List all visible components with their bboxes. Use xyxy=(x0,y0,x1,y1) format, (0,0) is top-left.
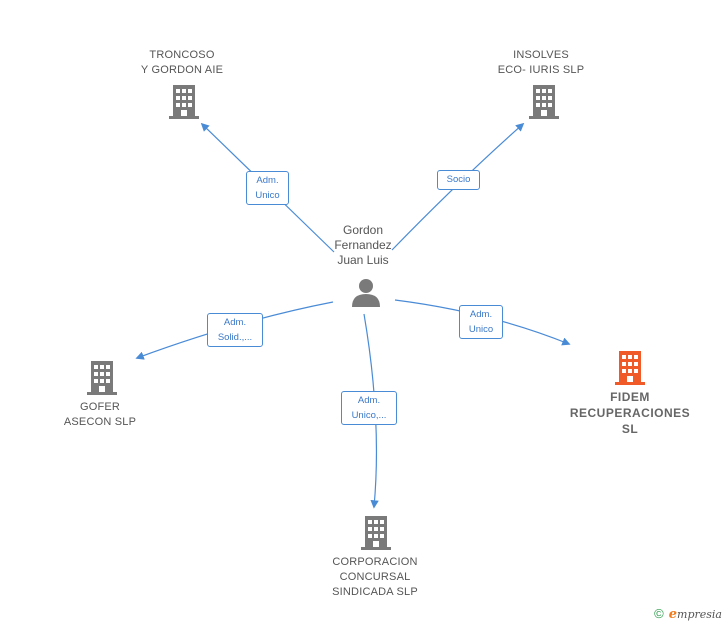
brand-initial: e xyxy=(668,607,678,622)
edge-label-insolves[interactable]: Socio xyxy=(437,170,480,190)
brand-name: mpresia xyxy=(677,608,722,621)
building-icon[interactable] xyxy=(169,85,199,119)
company-node-troncoso[interactable]: TRONCOSO Y GORDON AIE xyxy=(122,48,242,78)
company-name: GOFER ASECON SLP xyxy=(63,401,137,428)
company-name: TRONCOSO Y GORDON AIE xyxy=(140,49,224,76)
company-node-corporacion[interactable]: CORPORACION CONCURSAL SINDICADA SLP xyxy=(310,555,440,600)
building-icon[interactable] xyxy=(361,516,391,550)
edge-label-corporacion[interactable]: Adm. Unico,... xyxy=(341,391,397,425)
edge-label-gofer[interactable]: Adm. Solid.,... xyxy=(207,313,263,347)
building-icon[interactable] xyxy=(529,85,559,119)
company-name: FIDEM RECUPERACIONES SL xyxy=(569,390,691,436)
company-name: INSOLVES ECO- IURIS SLP xyxy=(497,49,585,76)
copyright-symbol: © xyxy=(654,606,664,621)
company-node-insolves[interactable]: INSOLVES ECO- IURIS SLP xyxy=(481,48,601,78)
building-icon-highlighted[interactable] xyxy=(615,351,645,385)
company-name: CORPORACION CONCURSAL SINDICADA SLP xyxy=(332,556,418,598)
building-icon[interactable] xyxy=(87,361,117,395)
person-icon[interactable] xyxy=(350,277,382,307)
edge-label-troncoso[interactable]: Adm. Unico xyxy=(246,171,289,205)
company-node-gofer[interactable]: GOFER ASECON SLP xyxy=(40,400,160,430)
company-node-fidem[interactable]: FIDEM RECUPERACIONES SL xyxy=(559,389,701,437)
person-name[interactable]: Gordon Fernandez Juan Luis xyxy=(334,223,392,267)
empresia-watermark: © empresia xyxy=(654,606,722,622)
edge-label-fidem[interactable]: Adm. Unico xyxy=(459,305,503,339)
